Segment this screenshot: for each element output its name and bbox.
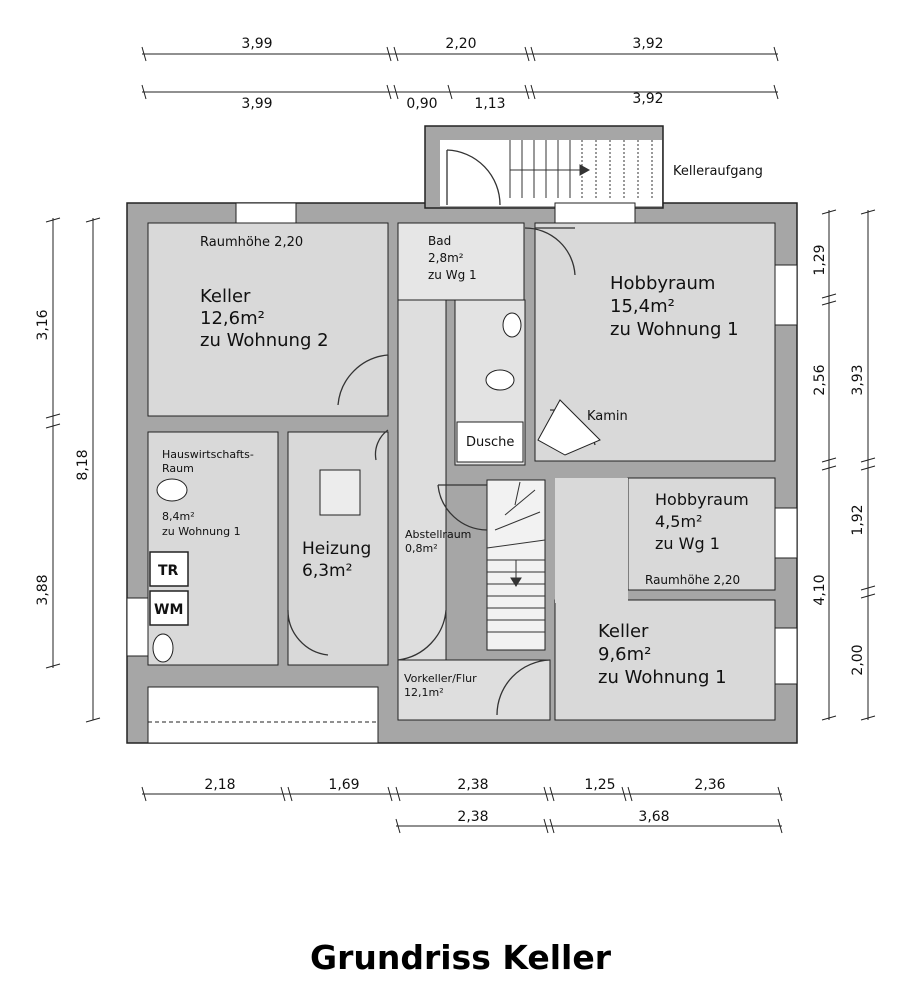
dim-bottom1-c: 2,38 bbox=[457, 777, 488, 793]
window bbox=[774, 264, 798, 326]
heizung-area: 6,3m² bbox=[302, 561, 352, 581]
keller-w2-unit: zu Wohnung 2 bbox=[200, 330, 329, 351]
dim-top2-b: 0,90 bbox=[406, 96, 437, 112]
outer-staircase bbox=[509, 140, 653, 198]
dim-right-inner-a: 1,29 bbox=[812, 244, 828, 275]
hwr-name2: Raum bbox=[162, 462, 194, 475]
inner-staircase bbox=[486, 481, 546, 633]
flur-name: Vorkeller/Flur bbox=[404, 672, 477, 685]
kamin-shape bbox=[537, 399, 601, 456]
room-keller-w1 bbox=[554, 599, 776, 721]
sink-icon bbox=[152, 633, 174, 663]
dim-top1-c: 3,92 bbox=[632, 36, 663, 52]
abstell-name: Abstellraum bbox=[405, 528, 471, 541]
keller-w2-height: Raumhöhe 2,20 bbox=[200, 235, 303, 250]
dim-left-inner-b: 3,88 bbox=[35, 574, 51, 605]
dim-right-outer-a: 3,93 bbox=[850, 364, 866, 395]
keller-w1-area: 9,6m² bbox=[598, 644, 651, 665]
tr-box bbox=[149, 551, 189, 587]
hobby1-area: 15,4m² bbox=[610, 296, 675, 317]
dim-bottom1-e: 2,36 bbox=[694, 777, 725, 793]
flur-area: 12,1m² bbox=[404, 686, 444, 699]
wm-box bbox=[149, 590, 189, 626]
keller-w1-name: Keller bbox=[598, 621, 649, 642]
dim-bottom1-b: 1,69 bbox=[328, 777, 359, 793]
room-flur bbox=[397, 299, 447, 721]
bad-name: Bad bbox=[428, 234, 451, 248]
dim-left-outer: 8,18 bbox=[75, 449, 91, 480]
kamin-label: Kamin bbox=[587, 409, 628, 424]
room-bad bbox=[397, 222, 525, 301]
keller-w2-area: 12,6m² bbox=[200, 308, 265, 329]
hwr-name1: Hauswirtschafts- bbox=[162, 448, 254, 461]
window bbox=[774, 507, 798, 559]
dim-right-outer-c: 2,00 bbox=[850, 644, 866, 675]
dimension-lines bbox=[45, 46, 876, 834]
dim-top1-a: 3,99 bbox=[241, 36, 272, 52]
room-flur-bottom bbox=[397, 659, 551, 721]
sink-icon bbox=[156, 478, 188, 502]
window bbox=[235, 202, 297, 224]
wm-label: WM bbox=[154, 602, 183, 618]
tr-label: TR bbox=[158, 563, 179, 579]
room-keller-w2 bbox=[147, 222, 389, 417]
dim-bottom1-a: 2,18 bbox=[204, 777, 235, 793]
dim-left-inner-a: 3,16 bbox=[35, 309, 51, 340]
dim-right-inner-c: 4,10 bbox=[812, 574, 828, 605]
hobby1-name: Hobbyraum bbox=[610, 273, 715, 294]
room-keller-w1-upper bbox=[555, 478, 628, 603]
window bbox=[554, 202, 636, 224]
room-hobby2 bbox=[627, 477, 776, 591]
hwr-unit: zu Wohnung 1 bbox=[162, 525, 241, 538]
sink-icon bbox=[502, 312, 522, 338]
wc-icon bbox=[485, 369, 515, 391]
dim-right-inner-b: 2,56 bbox=[812, 364, 828, 395]
dim-right-outer-b: 1,92 bbox=[850, 504, 866, 535]
dim-top2-d: 3,92 bbox=[632, 91, 663, 107]
room-hwr bbox=[147, 431, 279, 666]
hobby1-unit: zu Wohnung 1 bbox=[610, 319, 739, 340]
bad-unit: zu Wg 1 bbox=[428, 268, 477, 282]
abstell-area: 0,8m² bbox=[405, 542, 438, 555]
door-swings bbox=[287, 149, 596, 716]
keller-w2-name: Keller bbox=[200, 286, 251, 307]
hobby2-unit: zu Wg 1 bbox=[655, 534, 720, 553]
dim-bottom2-b: 3,68 bbox=[638, 809, 669, 825]
dim-bottom1-d: 1,25 bbox=[584, 777, 615, 793]
dim-top1-b: 2,20 bbox=[445, 36, 476, 52]
dusche-label: Dusche bbox=[466, 435, 514, 450]
dim-top2-a: 3,99 bbox=[241, 96, 272, 112]
hobby2-name: Hobbyraum bbox=[655, 490, 749, 509]
dim-bottom2-a: 2,38 bbox=[457, 809, 488, 825]
hobby2-area: 4,5m² bbox=[655, 512, 702, 531]
bad-area: 2,8m² bbox=[428, 251, 464, 265]
window bbox=[774, 627, 798, 685]
hwr-area: 8,4m² bbox=[162, 510, 195, 523]
light-well bbox=[147, 686, 379, 744]
heater-unit bbox=[319, 469, 361, 516]
dusche-box bbox=[456, 421, 524, 463]
plan-title: Grundriss Keller bbox=[310, 938, 611, 977]
dim-top2-c: 1,13 bbox=[474, 96, 505, 112]
heizung-name: Heizung bbox=[302, 539, 371, 559]
keller-w1-unit: zu Wohnung 1 bbox=[598, 667, 727, 688]
hobby2-height: Raumhöhe 2,20 bbox=[645, 573, 740, 587]
aufgang-label: Kelleraufgang bbox=[673, 164, 763, 179]
stair-entry-floor bbox=[440, 140, 662, 206]
window bbox=[126, 597, 149, 657]
